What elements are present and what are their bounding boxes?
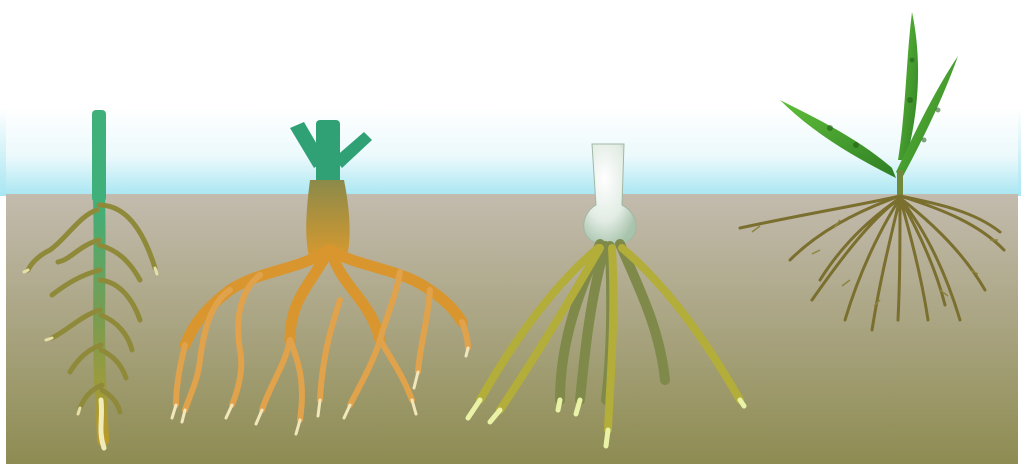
soil-background: [6, 194, 1018, 464]
taproot-stem: [92, 110, 106, 202]
grass-stem-base: [897, 170, 903, 198]
